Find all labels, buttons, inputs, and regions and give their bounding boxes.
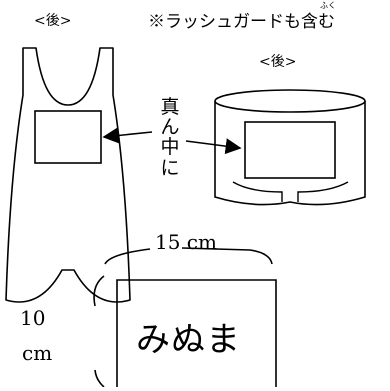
swimsuit-back-outline	[5, 47, 131, 303]
tag-name-sample: みぬま	[136, 320, 241, 360]
center-text-char: ん	[160, 116, 180, 138]
trunks-name-patch	[244, 121, 336, 179]
trunks-leg-line-left	[232, 181, 283, 202]
back-label-left: <後>	[34, 13, 72, 29]
name-tag-outline	[116, 279, 277, 387]
arrow-to-trunks-patch	[185, 138, 242, 155]
rashguard-note: ※ラッシュガードも含む	[148, 12, 335, 32]
arrow-to-swimsuit-patch	[102, 127, 153, 144]
width-brace	[104, 247, 273, 265]
center-text-char: に	[160, 157, 180, 179]
tag-height-unit: cm	[22, 341, 53, 365]
center-text-char: 真	[160, 96, 180, 118]
note-ruby: ふく	[320, 1, 336, 10]
trunks-leg-line-right	[297, 181, 349, 202]
swimsuit-name-patch	[34, 110, 102, 164]
back-label-right: <後>	[259, 54, 297, 70]
trunks-waistband-top	[214, 89, 366, 113]
center-text-char: 中	[160, 136, 180, 158]
tag-height-value: 10	[20, 306, 46, 330]
trunks-body-outline	[214, 101, 366, 206]
tag-width-label: 15 cm	[155, 230, 217, 254]
height-brace	[93, 275, 105, 388]
